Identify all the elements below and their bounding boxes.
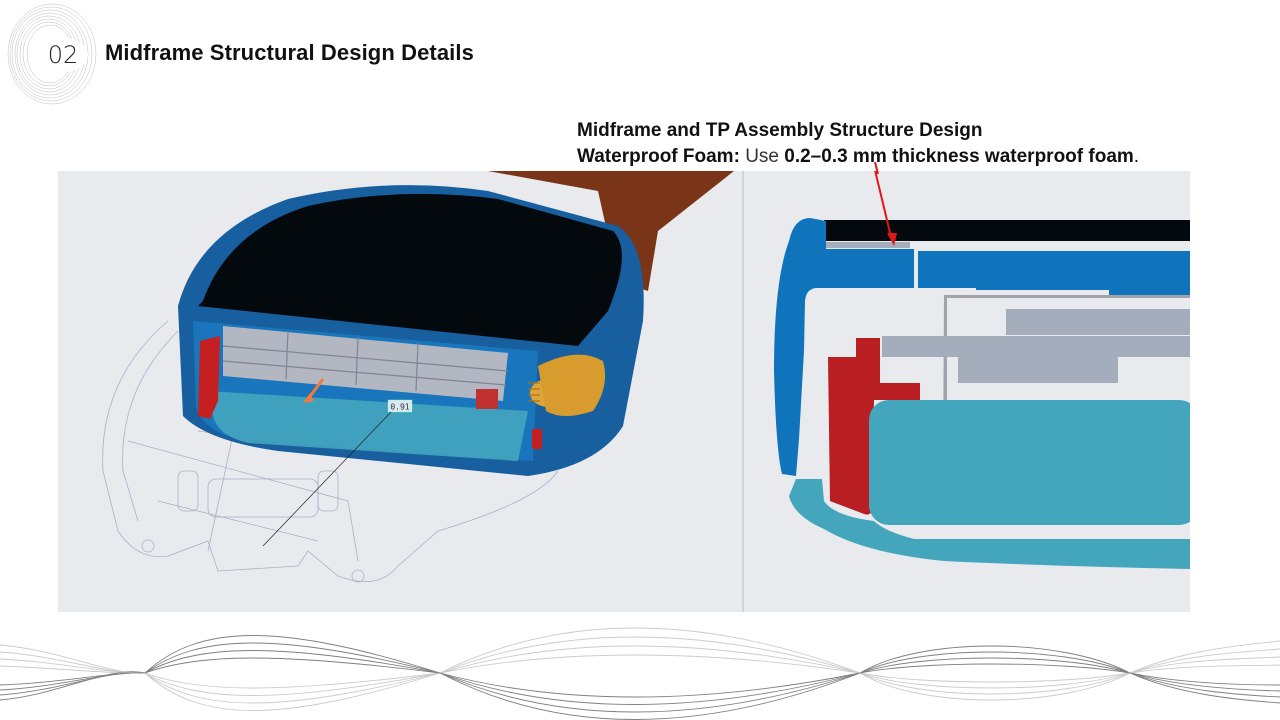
caption-label: Waterproof Foam: bbox=[577, 146, 740, 167]
slide-title: Midframe Structural Design Details bbox=[105, 40, 474, 65]
caption-period: . bbox=[1133, 146, 1140, 167]
cross-section-diagram bbox=[774, 171, 1190, 569]
decorative-waves bbox=[0, 627, 1280, 720]
section-number: 02 bbox=[38, 38, 88, 72]
caption-spec: 0.2–0.3 mm thickness waterproof foam bbox=[784, 146, 1134, 167]
dimension-label: 0.91 bbox=[390, 403, 409, 412]
waterproof-foam bbox=[826, 242, 910, 248]
caption-heading: Midframe and TP Assembly Structure Desig… bbox=[577, 120, 983, 141]
cad-3d-render: 0.91 bbox=[102, 171, 734, 583]
callout-arrow bbox=[874, 161, 879, 174]
figure-divider bbox=[742, 171, 744, 612]
caption-use: Use bbox=[745, 146, 779, 167]
caption: Midframe and TP Assembly Structure Desig… bbox=[577, 118, 1139, 170]
